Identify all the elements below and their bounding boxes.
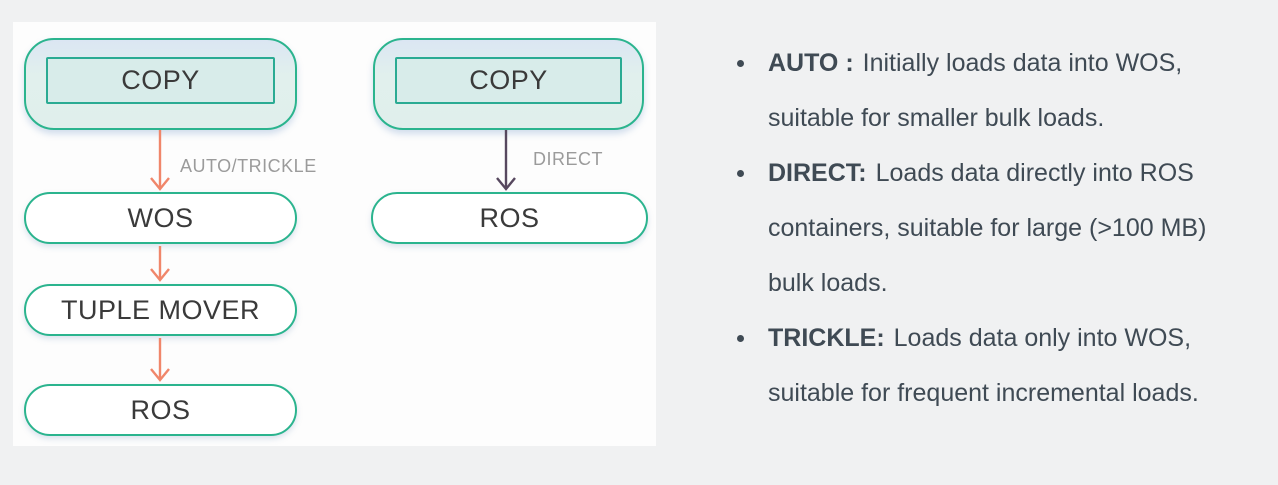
arrow-wos-to-tuple-mover-head xyxy=(150,268,170,282)
node-ros-right: ROS xyxy=(371,192,648,244)
arrow-tuple-mover-to-ros xyxy=(150,338,170,382)
note-direct-term: DIRECT: xyxy=(768,159,867,187)
note-auto-term: AUTO : xyxy=(768,49,854,77)
node-ros-right-label: ROS xyxy=(479,202,540,233)
note-trickle-text: Loads data only into WOS, xyxy=(893,324,1192,352)
note-direct-text: Loads data directly into ROS xyxy=(875,159,1194,187)
note-trickle-term: TRICKLE: xyxy=(768,324,885,352)
node-tuple-mover: TUPLE MOVER xyxy=(24,284,297,336)
note-direct: DIRECT: Loads data directly into ROS cont… xyxy=(736,146,1256,311)
note-auto-line-1: AUTO : Initially loads data into WOS, xyxy=(768,36,1256,91)
note-auto-text: Initially loads data into WOS, xyxy=(862,49,1183,77)
node-copy-left-inner: COPY xyxy=(46,57,275,104)
bullet-dot xyxy=(737,60,744,67)
arrow-auto-trickle-head xyxy=(150,177,170,191)
arrow-direct xyxy=(496,130,516,191)
note-trickle-line-2: suitable for frequent incremental loads. xyxy=(768,379,1199,407)
note-auto: AUTO : Initially loads data into WOS, sui… xyxy=(736,36,1256,146)
bullet-dot xyxy=(737,335,744,342)
bullet-dot xyxy=(737,170,744,177)
note-trickle-line-1: TRICKLE: Loads data only into WOS, xyxy=(768,311,1256,366)
node-copy-right-label: COPY xyxy=(469,65,548,95)
note-trickle: TRICKLE: Loads data only into WOS, suitab… xyxy=(736,311,1256,421)
node-copy-left-label: COPY xyxy=(121,65,200,95)
node-copy-left: COPY xyxy=(24,38,297,130)
note-auto-line-2: suitable for smaller bulk loads. xyxy=(768,104,1105,132)
load-methods-notes: AUTO : Initially loads data into WOS, sui… xyxy=(736,36,1256,421)
arrow-wos-to-tuple-mover xyxy=(150,246,170,282)
arrow-auto-trickle xyxy=(150,130,170,191)
arrow-direct-head xyxy=(496,177,516,191)
note-direct-line-1: DIRECT: Loads data directly into ROS xyxy=(768,146,1256,201)
node-wos: WOS xyxy=(24,192,297,244)
arrow-label-auto-trickle: AUTO/TRICKLE xyxy=(180,156,317,176)
note-direct-line-2: containers, suitable for large (>100 MB) xyxy=(768,214,1207,242)
node-copy-right-inner: COPY xyxy=(395,57,622,104)
note-direct-line-3: bulk loads. xyxy=(768,269,888,297)
node-ros-left-label: ROS xyxy=(130,394,191,425)
node-tuple-mover-label: TUPLE MOVER xyxy=(60,294,261,325)
arrow-tuple-mover-to-ros-head xyxy=(150,368,170,382)
node-ros-left: ROS xyxy=(24,384,297,436)
arrow-label-direct: DIRECT xyxy=(533,149,603,169)
node-copy-right: COPY xyxy=(373,38,644,130)
node-wos-label: WOS xyxy=(127,202,194,233)
flow-diagram-panel: COPY AUTO/TRICKLE WOS TUPLE MOVER ROS CO… xyxy=(13,22,656,446)
